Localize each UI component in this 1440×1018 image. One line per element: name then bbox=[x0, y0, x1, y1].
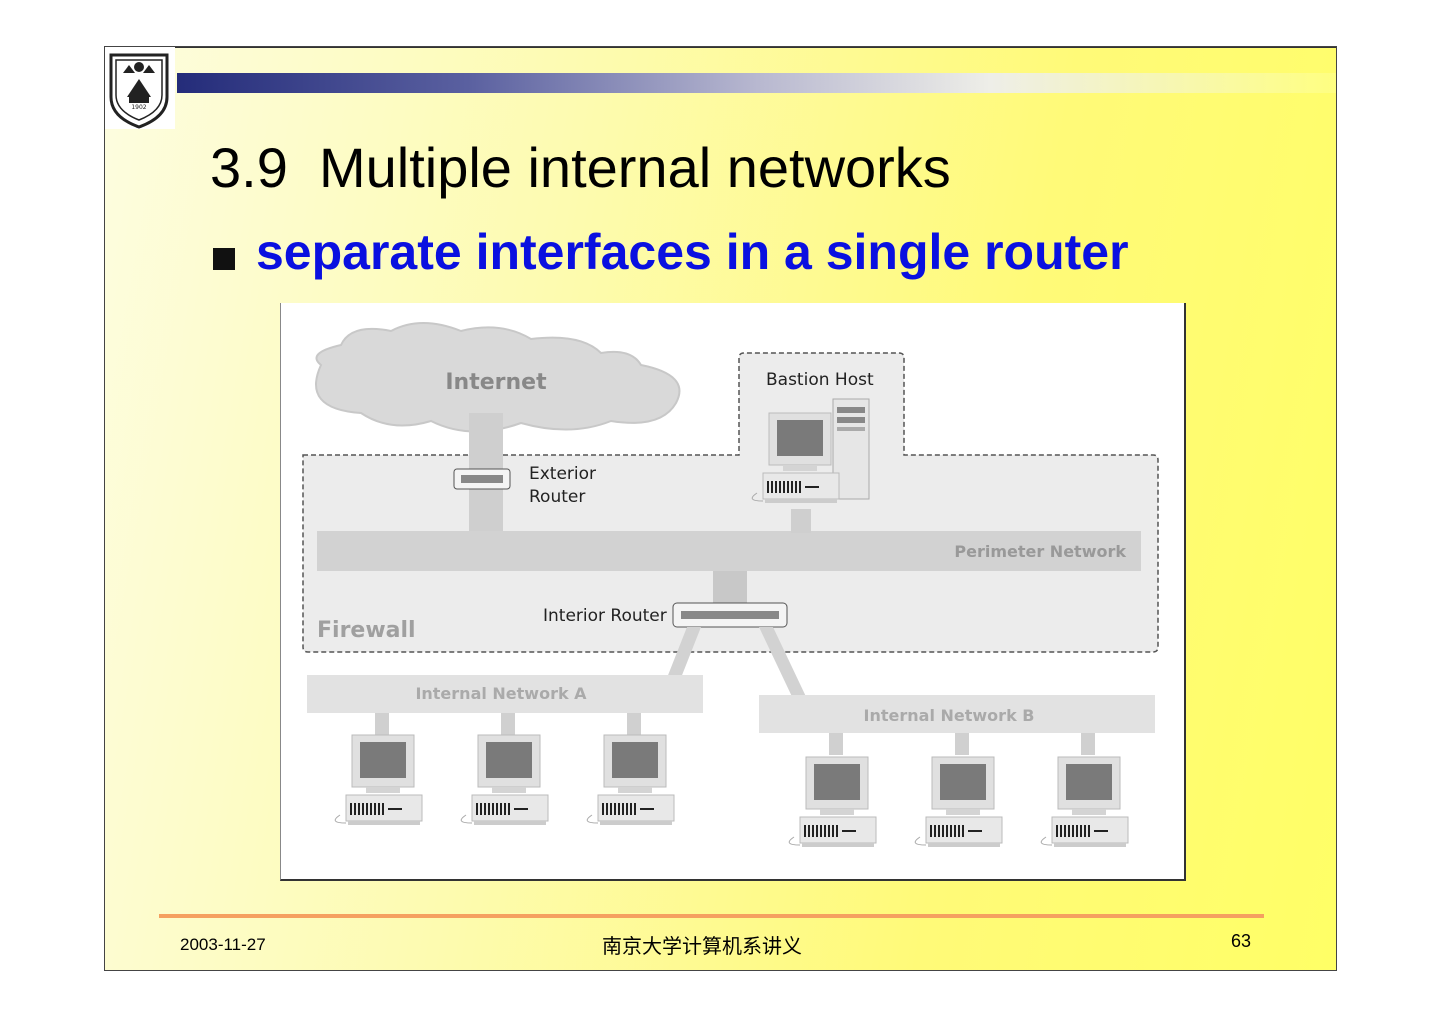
slide: 1902 3.9 Multiple internal networks sepa… bbox=[104, 46, 1337, 971]
internal-network-a-bar bbox=[307, 675, 703, 713]
computer-icon bbox=[914, 756, 1003, 848]
bastion-host-label: Bastion Host bbox=[766, 370, 874, 390]
computer-icon bbox=[1040, 756, 1129, 848]
slide-title: 3.9 Multiple internal networks bbox=[210, 136, 951, 199]
computer-icon bbox=[334, 734, 423, 826]
internal-network-b-bar bbox=[759, 695, 1155, 733]
exterior-router-label-1: Exterior bbox=[529, 464, 596, 484]
bullet-text: separate interfaces in a single router bbox=[256, 224, 1129, 280]
footer-date: 2003-11-27 bbox=[180, 935, 266, 954]
page-number: 63 bbox=[1231, 931, 1252, 951]
header-gradient-bar bbox=[177, 73, 1336, 93]
footer-course-title: 南京大学计算机系讲义 bbox=[602, 934, 802, 958]
computer-icon bbox=[586, 734, 675, 826]
internal-network-b-label: Internal Network B bbox=[864, 706, 1035, 725]
exterior-router-label-2: Router bbox=[529, 487, 585, 507]
computer-icon bbox=[788, 756, 877, 848]
svg-text:1902: 1902 bbox=[131, 104, 146, 111]
computer-icon bbox=[460, 734, 549, 826]
network-diagram: Internet Perimeter Network Exterior Rout… bbox=[280, 303, 1186, 881]
firewall-boundary bbox=[302, 352, 1159, 653]
firewall-label: Firewall bbox=[317, 618, 416, 643]
internal-network-a-label: Internal Network A bbox=[415, 684, 587, 703]
bullet-square-icon bbox=[213, 248, 235, 270]
footer-rule bbox=[159, 914, 1264, 918]
internet-label: Internet bbox=[445, 370, 547, 395]
internet-cloud bbox=[315, 322, 681, 433]
perimeter-network-bar bbox=[317, 531, 1141, 571]
university-crest-icon: 1902 bbox=[105, 47, 175, 129]
perimeter-network-label: Perimeter Network bbox=[954, 542, 1126, 561]
interior-router-label: Interior Router bbox=[543, 606, 667, 626]
top-rule bbox=[175, 47, 1336, 48]
bastion-host-computer-icon bbox=[751, 398, 870, 533]
